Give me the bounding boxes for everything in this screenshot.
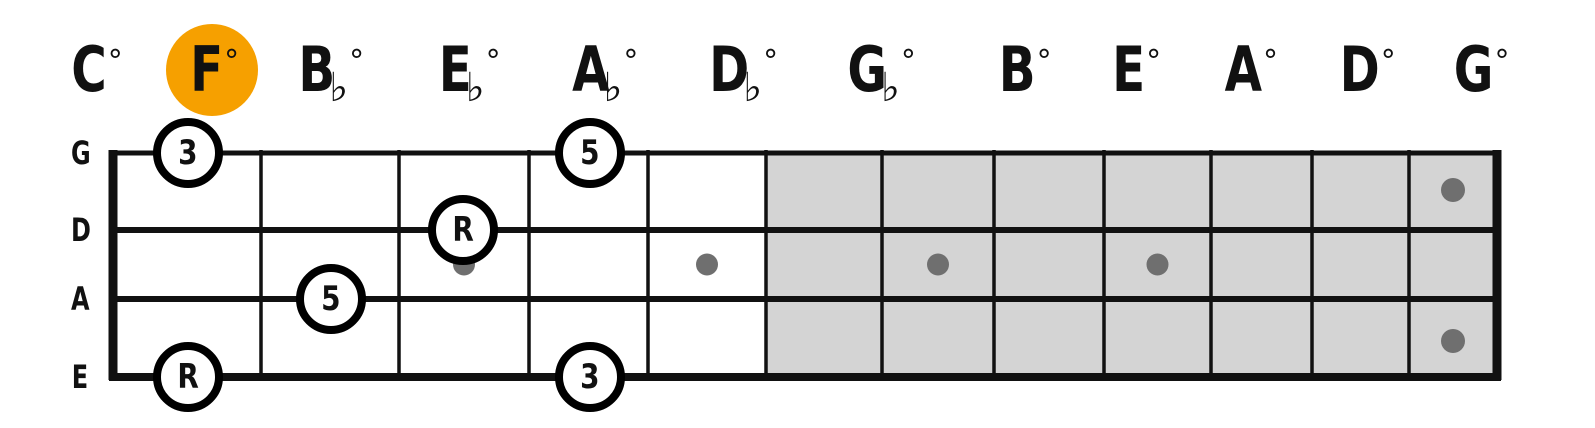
chord-tone-5: 5 xyxy=(555,118,625,188)
chord-label: G° xyxy=(1443,30,1510,110)
fret-marker-dot xyxy=(1146,253,1169,276)
diminished-symbol: ° xyxy=(107,44,123,79)
chord-root: B xyxy=(998,33,1036,106)
diminished-symbol: ° xyxy=(1380,44,1396,79)
chord-tone-3: 3 xyxy=(153,118,223,188)
chord-root: G xyxy=(847,33,888,106)
diminished-symbol: ° xyxy=(1494,44,1510,79)
chord-root: C xyxy=(71,33,107,106)
chord-tone-5: 5 xyxy=(296,264,366,334)
chord-label: E° xyxy=(1103,30,1161,110)
chord-label: A° xyxy=(1214,30,1278,110)
open-area xyxy=(113,153,766,377)
diminished-symbol: ° xyxy=(763,44,779,79)
fret-marker-dot xyxy=(696,253,718,276)
diminished-symbol: ° xyxy=(1146,44,1162,79)
chord-root: G xyxy=(1453,33,1494,106)
highlighted-chord-circle xyxy=(166,24,258,116)
fret-marker-dot xyxy=(1441,329,1465,353)
string-label-a: A xyxy=(71,280,90,318)
diminished-symbol: ° xyxy=(485,44,501,79)
note-label: 5 xyxy=(580,133,600,173)
chord-root: A xyxy=(1224,33,1262,106)
root-note: R xyxy=(428,195,498,265)
chord-root: D xyxy=(709,33,750,106)
flat-symbol: ♭ xyxy=(329,65,349,111)
flat-symbol: ♭ xyxy=(465,65,485,111)
string-label-g: G xyxy=(71,134,91,172)
fret-marker-dot xyxy=(927,253,949,276)
diminished-symbol: ° xyxy=(349,44,365,79)
chord-label: B♭° xyxy=(288,30,364,110)
diminished-symbol: ° xyxy=(1262,44,1278,79)
note-label: 5 xyxy=(321,279,341,319)
chord-label: D♭° xyxy=(698,30,778,110)
chord-root: E xyxy=(1112,33,1146,106)
chord-label: B° xyxy=(988,30,1052,110)
note-label: 3 xyxy=(178,133,198,173)
flat-symbol: ♭ xyxy=(881,65,900,111)
note-label: R xyxy=(452,210,474,250)
chord-root: A xyxy=(572,33,610,106)
chord-root: B xyxy=(298,33,336,106)
flat-symbol: ♭ xyxy=(743,65,763,111)
chord-label: G♭° xyxy=(836,30,916,110)
chord-root: E xyxy=(438,33,472,106)
fret-marker-dot xyxy=(1441,178,1465,202)
chord-label: C° xyxy=(61,30,123,110)
flat-symbol: ♭ xyxy=(603,65,623,111)
chord-label: F° xyxy=(181,30,239,110)
diminished-symbol: ° xyxy=(623,44,639,79)
shaded-area xyxy=(766,153,1497,377)
note-label: 3 xyxy=(580,357,600,397)
string-label-e: E xyxy=(71,358,89,396)
diminished-symbol: ° xyxy=(224,44,240,79)
root-note: R xyxy=(153,342,223,412)
chord-tone-3: 3 xyxy=(555,342,625,412)
chord-root: F xyxy=(190,33,224,106)
note-label: R xyxy=(177,357,199,397)
diminished-symbol: ° xyxy=(1036,44,1052,79)
chord-root: D xyxy=(1339,33,1380,106)
chord-label: E♭° xyxy=(429,30,501,111)
chord-label: D° xyxy=(1328,30,1396,110)
string-label-d: D xyxy=(71,211,91,249)
diminished-symbol: ° xyxy=(900,44,916,79)
chord-label: A♭° xyxy=(562,30,639,111)
